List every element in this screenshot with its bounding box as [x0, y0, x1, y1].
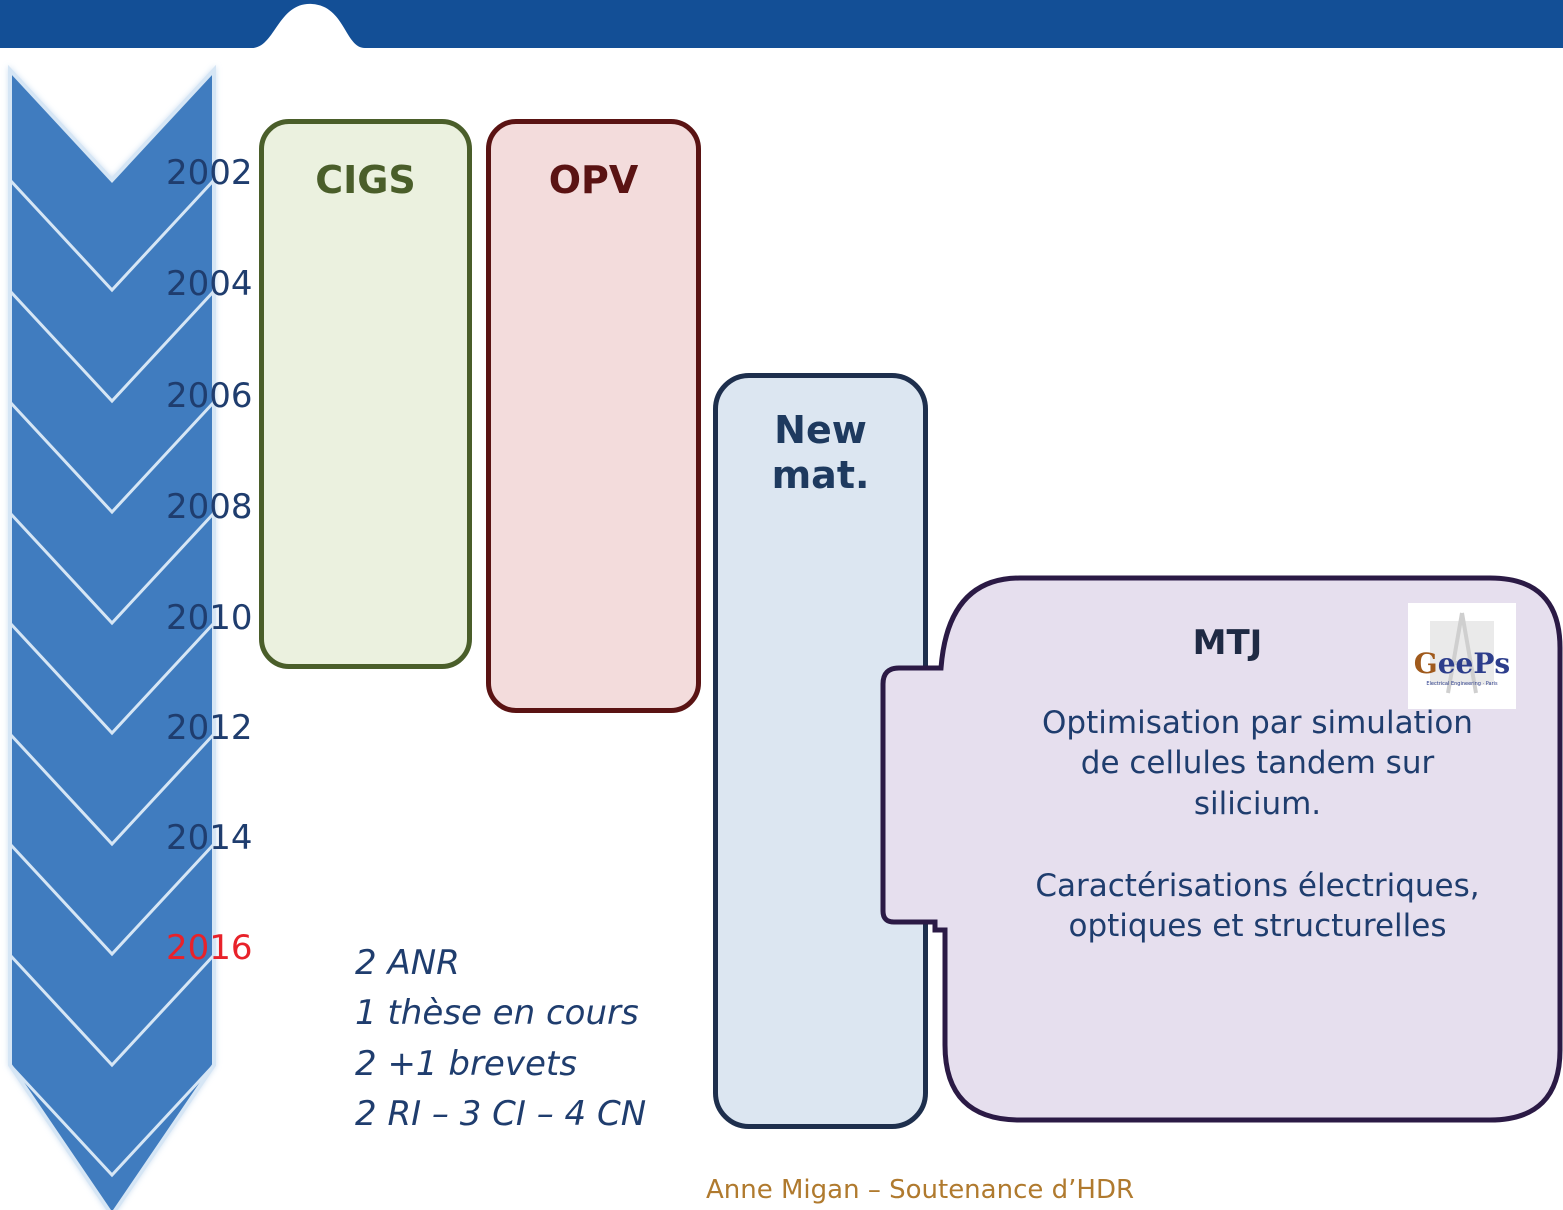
year-label-2004: 2004 [166, 264, 253, 304]
geeps-logo: GeePs Electrical Engineering · Paris [1408, 603, 1516, 709]
timeline-chevron-divider [8, 621, 216, 736]
achievement-item: 2 ANR [355, 943, 460, 983]
mtj-block [880, 575, 1563, 1123]
timeline-chevron-divider [8, 1063, 216, 1178]
year-label-2016: 2016 [166, 928, 253, 968]
footer-text: Anne Migan – Soutenance d’HDR [706, 1175, 1135, 1205]
year-label-2006: 2006 [166, 376, 253, 416]
timeline-chevron-divider [8, 953, 216, 1068]
cigs-title: CIGS [315, 158, 416, 202]
timeline-chevron-divider [8, 842, 216, 957]
opv-title: OPV [548, 158, 639, 202]
mtj-characterisation: Caractérisations électriques, optiques e… [990, 866, 1525, 947]
year-label-2002: 2002 [166, 153, 253, 193]
achievement-item: 1 thèse en cours [355, 993, 639, 1034]
mtj-characterisation-line: optiques et structurelles [1068, 908, 1447, 945]
timeline-arrow-body [8, 64, 216, 1210]
mtj-content: MTJ Optimisation par simulation de cellu… [990, 623, 1525, 946]
cigs-block: CIGS [259, 119, 472, 669]
timeline-arrow [8, 64, 216, 1210]
achievements-list: 2 ANR 1 thèse en cours 2 +1 brevets 2 RI… [355, 938, 646, 1139]
svg-text:GeePs: GeePs [1414, 647, 1510, 680]
svg-text:Electrical Engineering · Paris: Electrical Engineering · Paris [1426, 681, 1498, 687]
year-label-2012: 2012 [166, 708, 253, 748]
mtj-description-line: silicium. [1193, 785, 1322, 822]
year-label-2014: 2014 [166, 818, 253, 858]
timeline-chevron-divider [8, 289, 216, 404]
mtj-description-line: Optimisation par simulation [1042, 705, 1473, 741]
timeline-chevron-divider [8, 178, 216, 293]
mtj-description-line: de cellules tandem sur [1080, 745, 1435, 782]
new-materials-title: New mat. [718, 408, 923, 498]
new-materials-title-line2: mat. [771, 452, 870, 497]
achievement-item: 2 +1 brevets [355, 1043, 577, 1084]
mtj-title: MTJ [1192, 623, 1263, 663]
year-label-2010: 2010 [166, 598, 253, 638]
year-label-2008: 2008 [166, 487, 253, 527]
opv-block: OPV [486, 119, 701, 713]
header-bar [0, 0, 1563, 48]
new-materials-title-line1: New [774, 408, 867, 452]
mtj-description: Optimisation par simulation de cellules … [990, 703, 1525, 824]
timeline-chevron-divider [8, 400, 216, 515]
timeline-chevron-divider [8, 511, 216, 626]
achievement-item: 2 RI – 3 CI – 4 CN [355, 1093, 647, 1134]
timeline-chevron-divider [8, 732, 216, 847]
mtj-characterisation-line: Caractérisations électriques, [1035, 867, 1480, 904]
